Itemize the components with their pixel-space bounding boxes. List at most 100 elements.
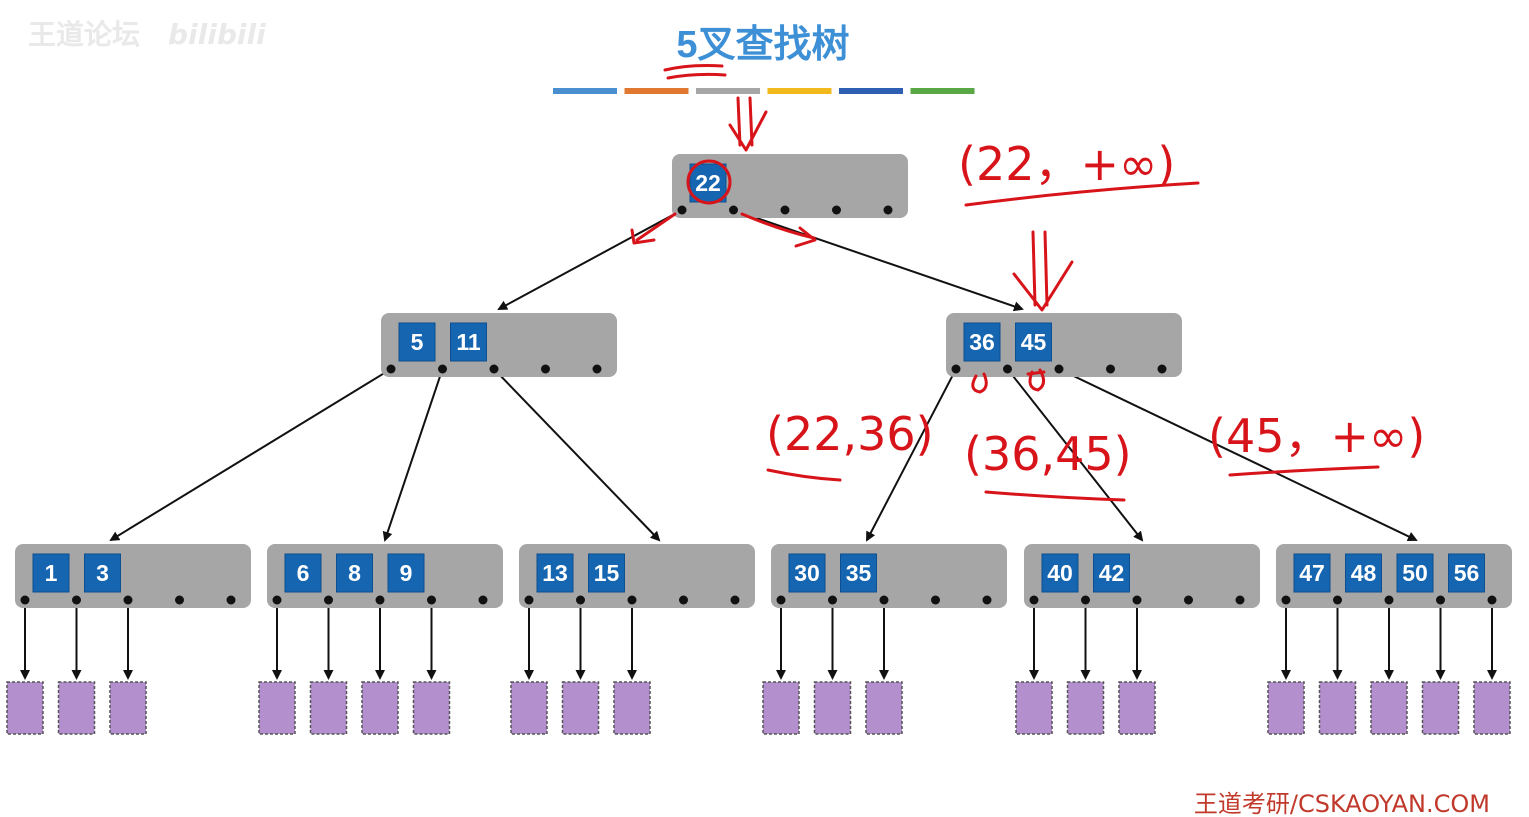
pointer-dot [679,595,688,605]
child-pointer-edge [109,368,392,542]
page-title: 5叉查找树 [676,24,849,66]
watermark-text: 王道论坛 [28,18,140,51]
node-background [946,313,1182,377]
internal-node: 36 45 [946,313,1182,377]
key-label: 22 [695,170,721,196]
key-box [1093,553,1130,593]
pointer-dot [324,595,333,605]
pointer-dot [576,595,585,605]
node-background [519,544,755,608]
failure-leaf [1015,681,1053,735]
pointer-dot [1157,364,1167,374]
pointer-dot [20,595,30,605]
pointer-dot [1106,364,1115,374]
failure-leaf [613,681,651,735]
pointer-dot [1436,595,1445,605]
leaf-nodes [6,681,1511,735]
left-branch-mark [630,212,677,245]
key-label: 11 [456,329,481,355]
pointer-dot [1054,364,1064,374]
failure-leaf [1066,681,1105,735]
key-label: 50 [1402,560,1428,586]
key-label: 6 [297,560,310,586]
footer-brand: 王道考研/CSKAOYAN.COM [1194,790,1490,817]
key-label: 15 [594,560,620,586]
pointer-dot [729,205,738,215]
failure-leaf [258,681,296,735]
pointer-dot [931,595,940,605]
child-pointer-edge [733,209,1024,312]
range-left-label: (22,36) [766,407,934,461]
title-underline [663,64,727,80]
failure-leaf [510,681,548,735]
failure-leaf [57,681,96,735]
down-arrow-right [1012,230,1074,312]
pointer-dot [175,595,184,605]
pointer-dot [427,595,436,605]
pointer-dot [982,595,992,605]
key-label: 9 [400,560,413,586]
color-bar-segment [624,88,689,94]
node-background [771,544,1007,608]
failure-leaf [762,681,800,735]
pointer-dot [883,205,893,215]
failure-leaf [309,681,348,735]
failure-leaf [109,681,147,735]
key-box [1396,553,1434,593]
key-box [1345,553,1382,593]
pointer-dot [828,595,837,605]
color-bar-segment [767,88,832,94]
leaf-level-node: 6 8 9 [267,544,503,608]
key-box [398,322,436,362]
key-label: 30 [794,560,820,586]
range-right-label: (45，+∞) [1208,409,1425,463]
failure-leaf [865,681,903,735]
pointer-dot [832,205,841,215]
pointer-dot [879,595,889,605]
key-box [32,553,70,593]
key-label: 8 [348,560,361,586]
child-pointer-edge [1006,368,1144,542]
pointer-dot [627,595,637,605]
key-label: 36 [969,329,995,355]
child-pointer-edge [382,368,444,542]
pointer-dot [386,364,396,374]
key-box [284,553,322,593]
right-branch-mark [740,212,817,248]
key-box [1293,553,1331,593]
pointer-dot [72,595,81,605]
color-bar-segment [910,88,975,94]
pointer-dot [730,595,740,605]
child-pointer-edge [497,209,683,310]
key-box [387,553,425,593]
pointer-dot [951,364,961,374]
key-label: 40 [1047,560,1073,586]
range-mid-label: (36,45) [964,427,1132,481]
pointer-dot [1281,595,1291,605]
key-label: 47 [1299,560,1325,586]
key-label: 48 [1351,560,1377,586]
key-label: 3 [96,560,109,586]
range-right-underline [1228,465,1380,477]
failure-leaf [412,681,451,735]
key-label: 45 [1021,329,1047,355]
pointer-dot [1333,595,1342,605]
failure-leaf [361,681,399,735]
pointer-dot [375,595,385,605]
color-bar-segment [839,88,903,94]
pointer-dot [489,364,499,374]
bilibili-logo: bilibili [168,18,266,51]
key-box [84,553,121,593]
key-label: 1 [45,560,58,586]
failure-leaf [1473,681,1511,735]
pointer-dot [123,595,133,605]
pointer-dot [1003,364,1012,374]
root-node: 22 [672,154,908,218]
failure-leaf [1267,681,1305,735]
key-box [536,553,574,593]
key-label: 42 [1099,560,1125,586]
pointer-dot [1384,595,1394,605]
key-box [1448,553,1485,593]
